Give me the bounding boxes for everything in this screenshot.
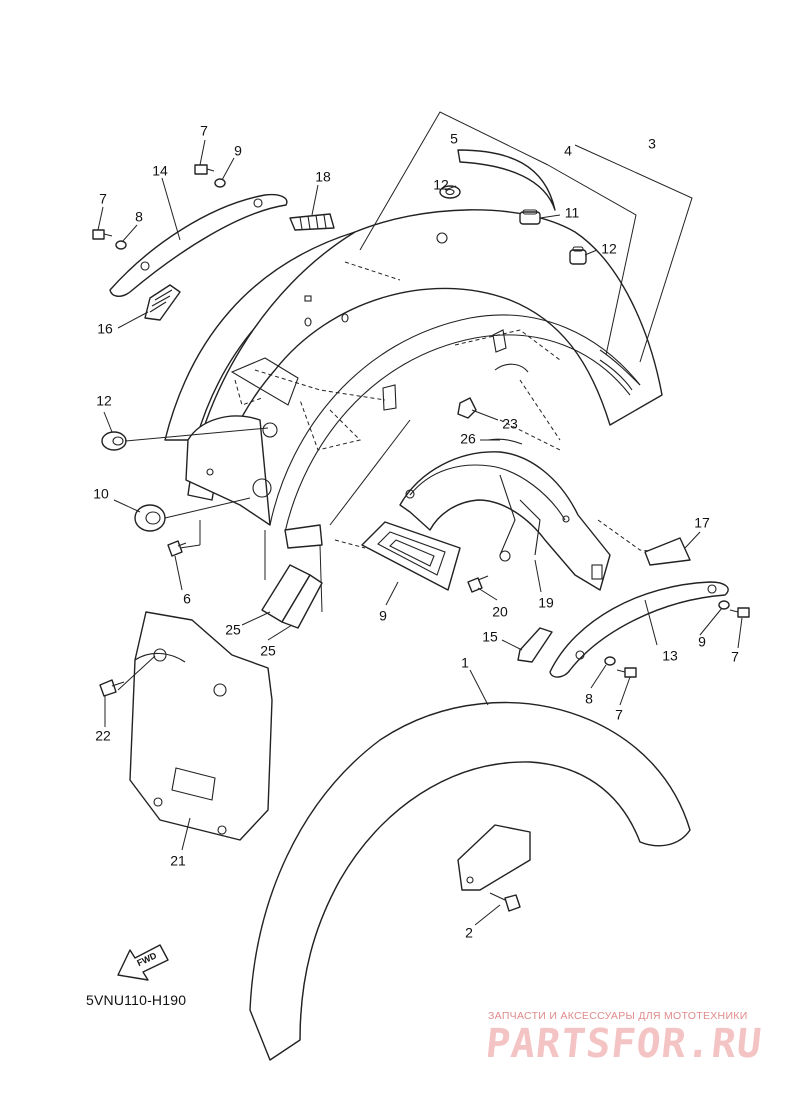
bolt-2[interactable] xyxy=(489,892,521,912)
bolt-7-upper-right[interactable] xyxy=(729,607,750,618)
end-cap-18[interactable] xyxy=(644,537,691,566)
callout-4: 4 xyxy=(564,143,572,159)
callout-20: 19 xyxy=(538,595,554,611)
callout-22: 21 xyxy=(170,853,186,869)
pad-17[interactable] xyxy=(144,284,181,321)
top-trim-strip-5[interactable] xyxy=(457,149,556,211)
assembly-guide-lines xyxy=(179,261,661,613)
callout-2: 2 xyxy=(465,925,473,941)
callout-6: 6 xyxy=(183,591,191,607)
callout-17: 16 xyxy=(97,321,113,337)
diagram-code: 5VNU110-H190 xyxy=(86,992,187,1008)
pad-16[interactable] xyxy=(517,627,553,663)
fwd-arrow-icon: FWD xyxy=(117,944,169,981)
grommet-11[interactable] xyxy=(134,504,166,532)
callout-25: 25 xyxy=(260,643,276,659)
callout-7: 7 xyxy=(99,191,107,207)
bolt-23[interactable] xyxy=(99,679,125,697)
callout-26: 26 xyxy=(460,431,476,447)
group-bracket-3-4 xyxy=(359,111,693,363)
callout-3: 3 xyxy=(648,136,656,152)
callout-12: 12 xyxy=(96,393,112,409)
nut-clip-24[interactable] xyxy=(457,397,477,419)
callout-11: 10 xyxy=(93,486,109,502)
washer-8-right[interactable] xyxy=(604,656,616,666)
callout-21: 20 xyxy=(492,604,508,620)
callout-5: 5 xyxy=(450,131,458,147)
callout-23: 22 xyxy=(95,728,111,744)
watermark-logo: PARTSFOR.RU xyxy=(483,1021,765,1067)
inner-fender-20[interactable] xyxy=(399,451,611,591)
callout-10: 9 xyxy=(379,608,387,624)
bolt-7-lower-left[interactable] xyxy=(92,229,113,240)
callout-15: 14 xyxy=(152,163,168,179)
callout-13: 12 xyxy=(433,177,449,193)
callout-leaders xyxy=(97,139,743,926)
watermark-tagline: ЗАПЧАСТИ И АКСЕССУАРЫ ДЛЯ МОТОТЕХНИКИ xyxy=(488,1010,748,1022)
callout-7: 7 xyxy=(731,649,739,665)
bolt-6[interactable] xyxy=(167,540,187,557)
rear-fender-assembly[interactable] xyxy=(164,209,663,549)
callout-25: 25 xyxy=(225,622,241,638)
callout-9: 9 xyxy=(698,634,706,650)
callout-12: 12 xyxy=(601,241,617,257)
callout-8: 8 xyxy=(135,209,143,225)
callout-16: 15 xyxy=(482,629,498,645)
bolt-21[interactable] xyxy=(467,575,489,593)
grommet-12-left[interactable] xyxy=(101,431,127,451)
plate-25-b[interactable] xyxy=(281,574,323,629)
grab-rail-15[interactable] xyxy=(109,193,288,297)
side-cover-22[interactable] xyxy=(129,611,273,841)
callout-12: 11 xyxy=(565,205,580,221)
callout-9: 9 xyxy=(234,143,242,159)
washer-13-hole xyxy=(445,188,455,196)
washer-9-right[interactable] xyxy=(718,600,730,610)
grommet-12-right[interactable] xyxy=(569,246,587,265)
reflector-19[interactable] xyxy=(289,213,335,231)
washer-8-left[interactable] xyxy=(115,240,127,250)
callout-8: 8 xyxy=(585,691,593,707)
bolt-7-upper-left[interactable] xyxy=(194,164,215,175)
callout-18: 17 xyxy=(694,515,710,531)
callout-labels: 7 9 14 18 7 8 16 5 4 3 12 11 12 12 10 6 … xyxy=(93,123,739,941)
callout-1: 1 xyxy=(461,655,469,671)
front-fender-1[interactable] xyxy=(249,701,691,1061)
callout-14: 13 xyxy=(662,648,678,664)
grommet-12-top[interactable] xyxy=(519,209,541,225)
washer-13[interactable] xyxy=(439,185,461,199)
callout-19: 18 xyxy=(315,169,331,185)
callout-7: 7 xyxy=(615,707,623,723)
washer-9-left[interactable] xyxy=(214,178,226,188)
bolt-7-lower-right[interactable] xyxy=(616,667,637,678)
grab-rail-14[interactable] xyxy=(549,581,729,678)
callout-24: 23 xyxy=(502,416,518,432)
callout-7: 7 xyxy=(200,123,208,139)
fender-bracket[interactable] xyxy=(457,824,531,891)
lamp-frame-10[interactable] xyxy=(361,521,461,591)
